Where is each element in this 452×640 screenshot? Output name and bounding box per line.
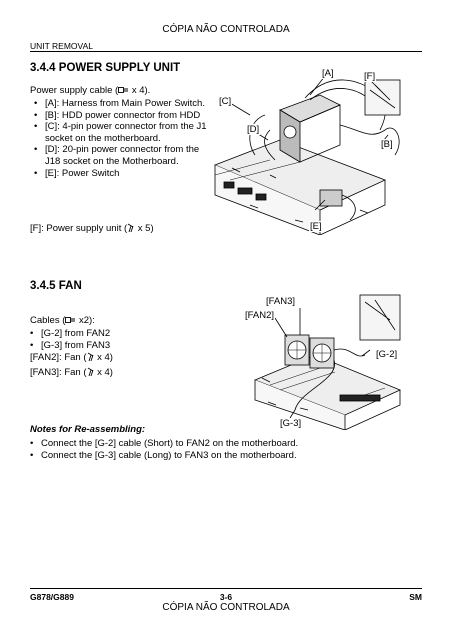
list-item: [E]: Power Switch — [34, 168, 212, 180]
callout-a: [A] — [321, 68, 335, 79]
list-item: [G-3] from FAN3 — [30, 340, 200, 352]
footer-model: G878/G889 — [30, 592, 74, 602]
callout-g2: [G-2] — [375, 349, 399, 360]
unit-text-post: x 5) — [135, 223, 154, 234]
power-supply-cable-line: Power supply cable ( x 4). — [30, 85, 150, 97]
cable-text-post: x 4). — [129, 85, 151, 96]
callout-b: [B] — [380, 139, 394, 150]
unit-text-pre: [F]: Power supply unit ( — [30, 223, 128, 234]
footer-watermark: CÓPIA NÃO CONTROLADA — [162, 602, 290, 613]
list-item: [C]: 4-pin power connector from the J1 s… — [34, 121, 212, 144]
callout-e: [E] — [309, 221, 323, 232]
screw-icon — [127, 223, 134, 233]
callout-fan3: [FAN3] — [265, 296, 297, 307]
header-rule — [30, 51, 422, 52]
list-item: [G-2] from FAN2 — [30, 328, 200, 340]
list-item: Connect the [G-3] cable (Long) to FAN3 o… — [30, 450, 422, 462]
fan3-pre: [FAN3]: Fan ( — [30, 367, 87, 378]
fan-cables-line: Cables ( x2): — [30, 315, 95, 327]
callout-f: [F] — [363, 71, 377, 82]
connector-icon — [118, 87, 129, 93]
screw-icon — [87, 352, 93, 362]
fan-cables-pre: Cables ( — [30, 315, 66, 326]
power-supply-list: [A]: Harness from Main Power Switch. [B]… — [34, 98, 212, 179]
fan2-pre: [FAN2]: Fan ( — [30, 352, 87, 363]
screw-icon — [87, 367, 93, 377]
fan-title: 3.4.5 FAN — [30, 280, 82, 292]
power-supply-title: 3.4.4 POWER SUPPLY UNIT — [30, 62, 181, 74]
fan-cables-post: x2): — [76, 315, 95, 326]
list-item: [A]: Harness from Main Power Switch. — [34, 98, 212, 110]
callout-fan2: [FAN2] — [244, 310, 276, 321]
fan-cable-list: [G-2] from FAN2 [G-3] from FAN3 — [30, 328, 200, 351]
callout-c: [C] — [218, 96, 233, 107]
notes-list: Connect the [G-2] cable (Short) to FAN2 … — [30, 438, 422, 461]
list-item: [D]: 20-pin power connector from the J18… — [34, 144, 212, 167]
header-watermark: CÓPIA NÃO CONTROLADA — [162, 24, 290, 35]
list-item: [B]: HDD power connector from HDD — [34, 110, 212, 122]
list-item: Connect the [G-2] cable (Short) to FAN2 … — [30, 438, 422, 450]
fan-diagram — [253, 294, 402, 430]
fan2-post: x 4) — [94, 352, 113, 363]
fan3-post: x 4) — [94, 367, 113, 378]
notes-title: Notes for Re-assembling: — [30, 424, 146, 435]
power-supply-diagram — [213, 75, 401, 235]
header-section: UNIT REMOVAL — [30, 41, 93, 51]
footer-rule — [30, 588, 422, 589]
footer-manual-type: SM — [409, 592, 422, 602]
fan3-line: [FAN3]: Fan ( x 4) — [30, 367, 113, 379]
power-supply-unit-line: [F]: Power supply unit ( x 5) — [30, 223, 154, 235]
fan2-line: [FAN2]: Fan ( x 4) — [30, 352, 113, 364]
footer-page-number: 3-6 — [219, 592, 233, 602]
connector-icon — [65, 317, 76, 323]
cable-text-pre: Power supply cable ( — [30, 85, 119, 96]
callout-d: [D] — [246, 124, 261, 135]
callout-g3: [G-3] — [279, 418, 303, 429]
